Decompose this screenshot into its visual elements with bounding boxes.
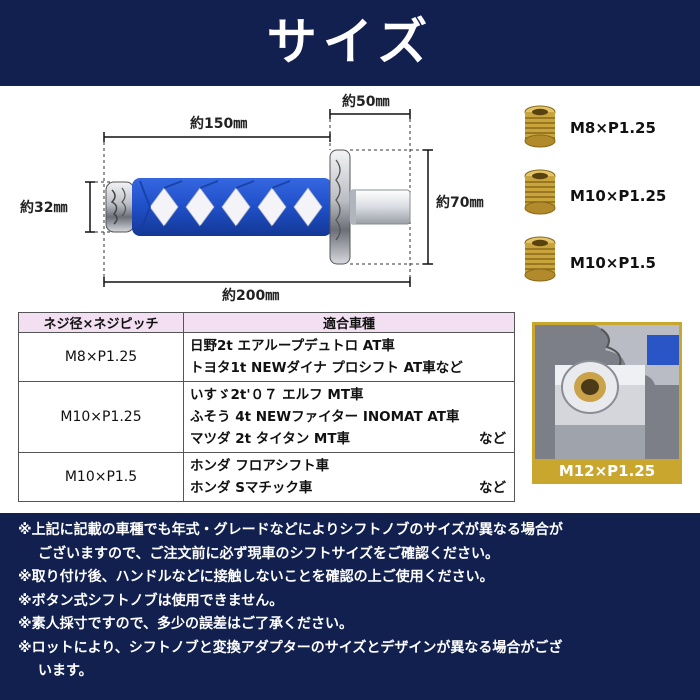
photo-thread-label: M12×P1.25 [532,459,682,484]
notes-panel: ※上記に記載の車種でも年式・グレードなどによりシフトノブのサイズが異なる場合が … [0,513,700,700]
dim-shaft-label: 約50㎜ [342,94,390,110]
note-line: ※ロットにより、シフトノブと変換アダプターのサイズとデザインが異なる場合がござ [18,639,563,656]
adapter-m10-125-icon [524,169,556,215]
dim-width-label: 約150㎜ [190,116,248,132]
note-line: ※上記に記載の車種でも年式・グレードなどによりシフトノブのサイズが異なる場合が [18,522,563,538]
table-row: M10×P1.5 ホンダ フロアシフト車 ホンダ Sマチック車など [18,452,515,502]
adapter-m10-125-label: M10×P1.25 [570,187,667,205]
table-header-row: ネジ径×ネジピッチ 適合車種 [18,312,515,333]
note-line: ※取り付け後、ハンドルなどに接触しないことを確認の上ご使用ください。 [18,569,494,585]
page-title: サイズ [266,12,434,71]
dim-length-label: 約200㎜ [222,288,280,304]
vehicle-line: ふそう 4t NEWファイター INOMAT AT車 [190,409,460,425]
note-line: ございますので、ご注文前に必ず現車のシフトサイズをご確認ください。 [38,545,500,562]
guard [329,149,351,265]
threaded-shaft-image [535,325,679,481]
shaft [349,189,411,225]
note-line: ※素人採寸ですので、多少の誤差はご了承ください。 [18,616,354,632]
vehicle-line: 日野2t エアループデュトロ AT車 [190,338,395,354]
size-diagram: 約150㎜ 約50㎜ 約32㎜ 約70㎜ 約200㎜ [0,86,520,312]
thread-closeup-photo [532,322,682,484]
table-row: M10×P1.25 いすゞ2t'０７ エルフ MT車 ふそう 4t NEWファイ… [18,381,515,453]
dimension-lines [85,109,433,287]
vehicle-line: ホンダ Sマチック車など [190,480,506,496]
vehicle-line: トヨタ1t NEWダイナ プロシフト AT車など [190,360,463,376]
wrapped-handle [132,178,332,236]
header-compatible-vehicles: 適合車種 [183,312,515,333]
title-banner: サイズ [0,0,700,86]
adapter-m8-label: M8×P1.25 [570,119,656,137]
vehicle-line: いすゞ2t'０７ エルフ MT車 [190,387,364,403]
vehicle-list-cell: ホンダ フロアシフト車 ホンダ Sマチック車など [183,452,515,502]
compatibility-table: ネジ径×ネジピッチ 適合車種 M8×P1.25 日野2t エアループデュトロ A… [18,312,515,502]
vehicle-line: ホンダ フロアシフト車 [190,458,330,474]
vehicle-list-cell: いすゞ2t'０７ エルフ MT車 ふそう 4t NEWファイター INOMAT … [183,381,515,453]
vehicle-line: マツダ 2t タイタン MT車など [190,431,506,447]
thread-size-cell: M10×P1.5 [18,452,184,502]
note-line: います。 [38,663,93,679]
note-line: ※ボタン式シフトノブは使用できません。 [18,592,284,609]
header-thread-size: ネジ径×ネジピッチ [18,312,184,333]
vehicle-list-cell: 日野2t エアループデュトロ AT車 トヨタ1t NEWダイナ プロシフト AT… [183,332,515,382]
dim-height-label: 約70㎜ [436,195,484,211]
table-row: M8×P1.25 日野2t エアループデュトロ AT車 トヨタ1t NEWダイナ… [18,332,515,382]
thread-size-cell: M8×P1.25 [18,332,184,382]
adapter-m8-icon [524,105,556,148]
pommel-cap [105,181,135,233]
adapter-m10-15-label: M10×P1.5 [570,254,656,272]
shift-knob-drawing [85,109,433,287]
adapter-m10-15-icon [524,236,556,282]
thread-size-cell: M10×P1.25 [18,381,184,453]
dim-diameter-label: 約32㎜ [20,200,68,216]
